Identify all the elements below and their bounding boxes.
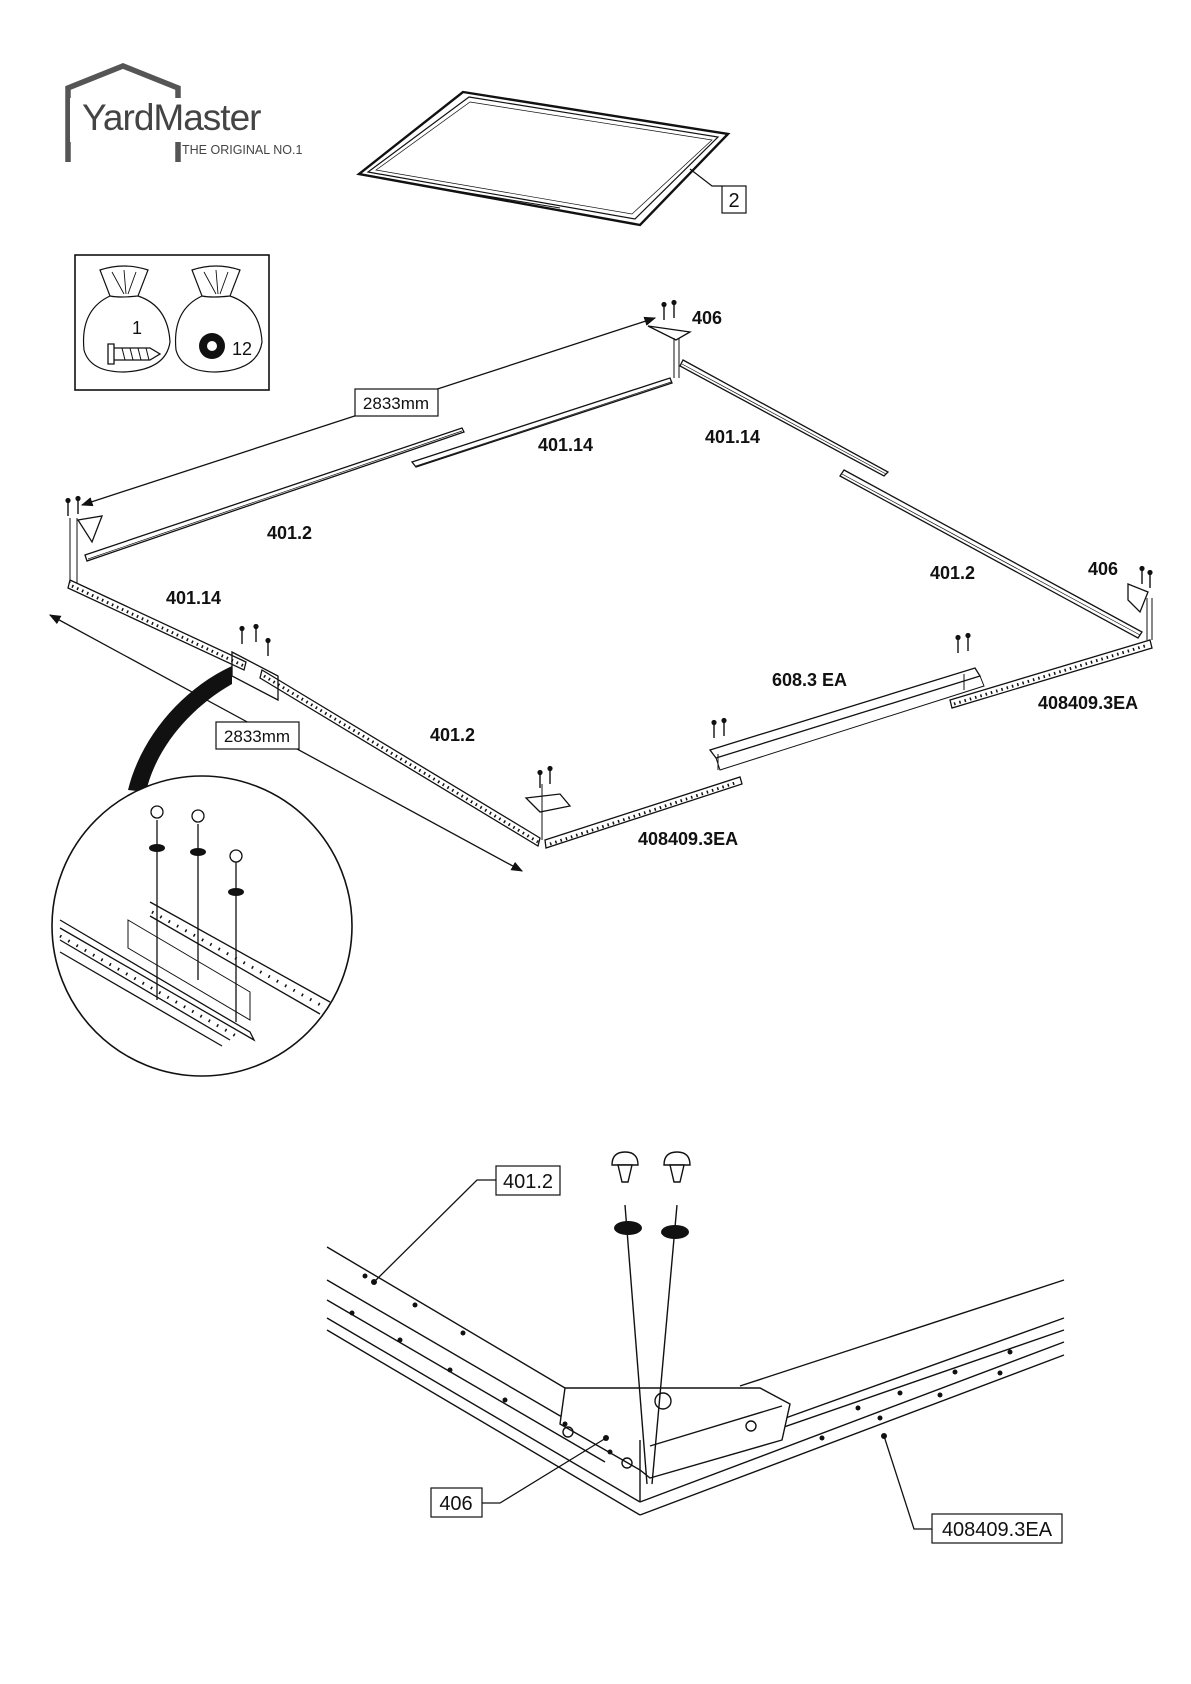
joint-detail-circle (52, 776, 352, 1076)
svg-text:2: 2 (728, 190, 739, 212)
label-rail-back-left: 401.2 (267, 523, 312, 543)
washer-icon (614, 1221, 642, 1235)
washer-icon (661, 1225, 689, 1239)
detail-rail-callout: 401.2 (371, 1166, 560, 1285)
brand-name: YardMaster (82, 97, 261, 138)
detail-corner-callout: 406 (431, 1435, 609, 1517)
label-corner-back: 406 (692, 308, 722, 328)
svg-text:408409.3EA: 408409.3EA (942, 1519, 1053, 1541)
detail-base-callout: 408409.3EA (881, 1433, 1062, 1543)
corner-detail-screws (612, 1152, 690, 1239)
side-dimension-callout: 2833mm (216, 722, 299, 749)
fixings-box: 1 12 (75, 255, 269, 390)
label-rail-front-left: 401.14 (166, 588, 221, 608)
brand-logo: YardMaster THE ORIGINAL NO.1 (68, 66, 302, 162)
label-corner-right: 406 (1088, 559, 1118, 579)
label-base-front: 408409.3EA (638, 829, 738, 849)
screw-icon (612, 1152, 638, 1182)
svg-text:2833mm: 2833mm (224, 727, 290, 746)
label-base-right: 408409.3EA (1038, 693, 1138, 713)
main-frame (68, 326, 1152, 848)
brand-tagline: THE ORIGINAL NO.1 (182, 143, 302, 157)
svg-text:406: 406 (439, 1493, 472, 1515)
label-rail-right: 401.2 (930, 563, 975, 583)
label-beam-center: 608.3 EA (772, 670, 847, 690)
panel-callout: 2 (722, 186, 746, 213)
back-dimension-callout: 2833mm (355, 389, 438, 416)
svg-text:2833mm: 2833mm (363, 394, 429, 413)
roof-panel (359, 92, 728, 225)
screw-icon (664, 1152, 690, 1182)
washer-bag-count: 12 (232, 339, 252, 359)
screw-bag-count: 1 (132, 318, 142, 338)
panel-leader (690, 169, 722, 186)
svg-text:401.2: 401.2 (503, 1171, 553, 1193)
label-rail-right-top: 401.14 (705, 427, 760, 447)
label-rail-back-center: 401.14 (538, 435, 593, 455)
label-rail-front: 401.2 (430, 725, 475, 745)
corner-detail (327, 1205, 1064, 1515)
